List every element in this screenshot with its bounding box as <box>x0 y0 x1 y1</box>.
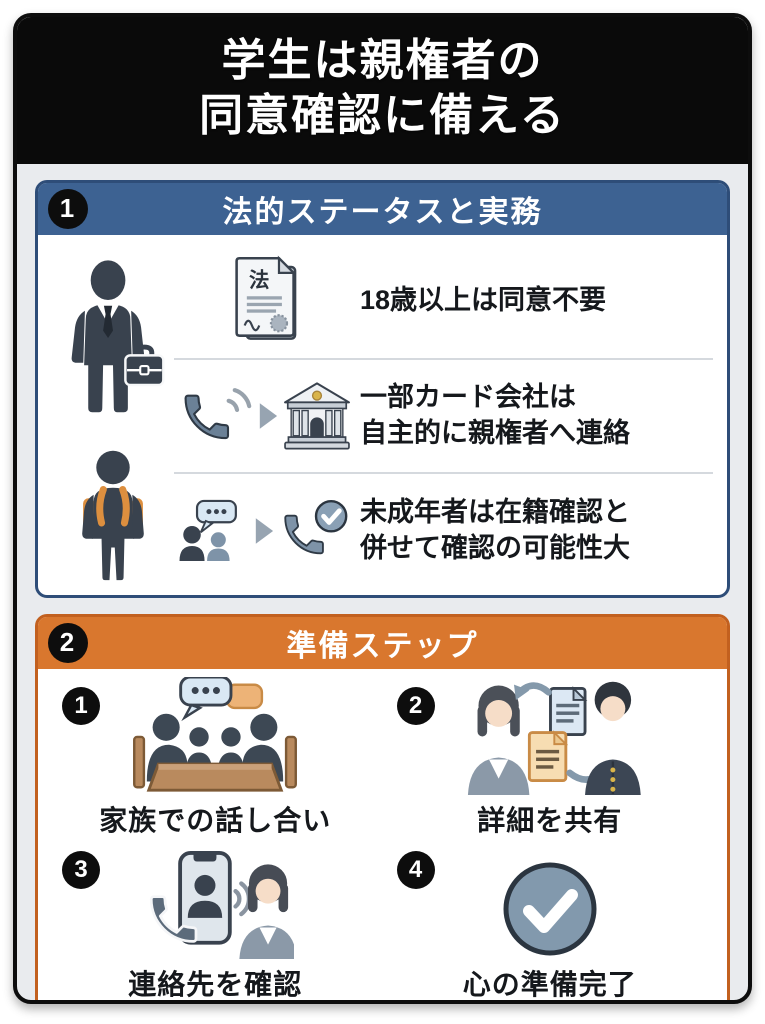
check-circle-icon <box>503 862 597 956</box>
legal-row-age-line1: 18歳以上は同意不要 <box>360 285 607 316</box>
legal-row-age-icons: 法 <box>174 255 354 347</box>
legal-row-age-text: 18歳以上は同意不要 <box>354 283 606 319</box>
legal-rows: 法 18歳以上は同意不要 <box>174 245 713 587</box>
section-legal-status: 1 法的ステータスと実務 <box>35 179 730 598</box>
legal-row-minor-line2: 併せて確認の可能性大 <box>360 532 630 563</box>
section-prep-title: 準備ステップ <box>286 629 479 663</box>
phone-check-icon <box>284 499 348 554</box>
step-share-details: 2 <box>383 677 718 841</box>
legal-row-minor-icons <box>174 498 354 564</box>
legal-row-contact: 一部カード会社は 自主的に親権者へ連絡 <box>174 357 713 473</box>
legal-row-minor-text: 未成年者は在籍確認と 併せて確認の可能性大 <box>354 495 630 566</box>
legal-row-contact-icons <box>174 380 354 452</box>
phone-call-icon <box>184 387 252 440</box>
step-4-icon-wrap <box>383 841 718 959</box>
step-3-icon-wrap <box>48 841 383 959</box>
step-3-badge: 3 <box>62 850 100 889</box>
section-1-badge: 1 <box>48 188 88 229</box>
main-header: 学生は親権者の 同意確認に備える <box>17 17 748 164</box>
legal-row-age: 法 18歳以上は同意不要 <box>174 245 713 358</box>
step-1-badge: 1 <box>62 686 100 725</box>
arrow-right-icon <box>255 517 274 544</box>
share-documents-icon <box>467 681 641 795</box>
section-legal-header: 1 法的ステータスと実務 <box>38 182 727 235</box>
legal-row-contact-line2: 自主的に親権者へ連絡 <box>360 417 630 448</box>
step-2-badge: 2 <box>396 686 435 725</box>
bank-icon <box>284 382 350 450</box>
step-1-label: 家族での話し合い <box>99 804 332 836</box>
section-prep-steps: 2 準備ステップ 1 <box>35 613 730 1000</box>
persons-column <box>52 245 174 587</box>
legal-row-contact-line1: 一部カード会社は <box>360 382 576 413</box>
step-2-label: 詳細を共有 <box>477 804 623 836</box>
step-confirm-contact: 3 <box>48 841 383 1000</box>
infographic-card: 学生は親権者の 同意確認に備える 1 法的ステータスと実務 <box>13 13 752 1004</box>
phone-contact-icon <box>150 850 295 959</box>
step-4-label: 心の準備完了 <box>462 968 637 1000</box>
arrow-right-icon <box>259 403 278 429</box>
section-legal-body: 法 18歳以上は同意不要 <box>38 235 727 595</box>
step-3-label: 連絡先を確認 <box>128 968 303 1000</box>
step-family-discussion: 1 <box>48 676 383 841</box>
section-prep-body: 1 <box>38 669 727 1000</box>
legal-row-minor: 未成年者は在籍確認と 併せて確認の可能性大 <box>174 472 713 587</box>
businessman-icon <box>71 260 165 413</box>
step-1-icon-wrap <box>48 676 383 795</box>
section-2-badge: 2 <box>48 622 88 663</box>
legal-row-contact-text: 一部カード会社は 自主的に親権者へ連絡 <box>354 380 630 451</box>
legal-row-minor-line1: 未成年者は在籍確認と <box>360 496 630 527</box>
family-table-icon <box>133 676 298 792</box>
step-4-badge: 4 <box>396 850 435 889</box>
section-legal-title: 法的ステータスと実務 <box>222 195 543 229</box>
talking-people-icon <box>179 499 237 561</box>
step-ready: 4 心の準備完了 <box>383 841 718 1000</box>
law-kanji-label: 法 <box>249 268 269 292</box>
law-document-icon: 法 <box>235 255 297 341</box>
page-title-line-1: 学生は親権者の <box>221 36 544 85</box>
step-2-icon-wrap <box>383 675 718 795</box>
student-backpack-icon <box>82 450 144 580</box>
section-prep-header: 2 準備ステップ <box>38 616 727 669</box>
page-title-line-2: 同意確認に備える <box>199 91 566 141</box>
